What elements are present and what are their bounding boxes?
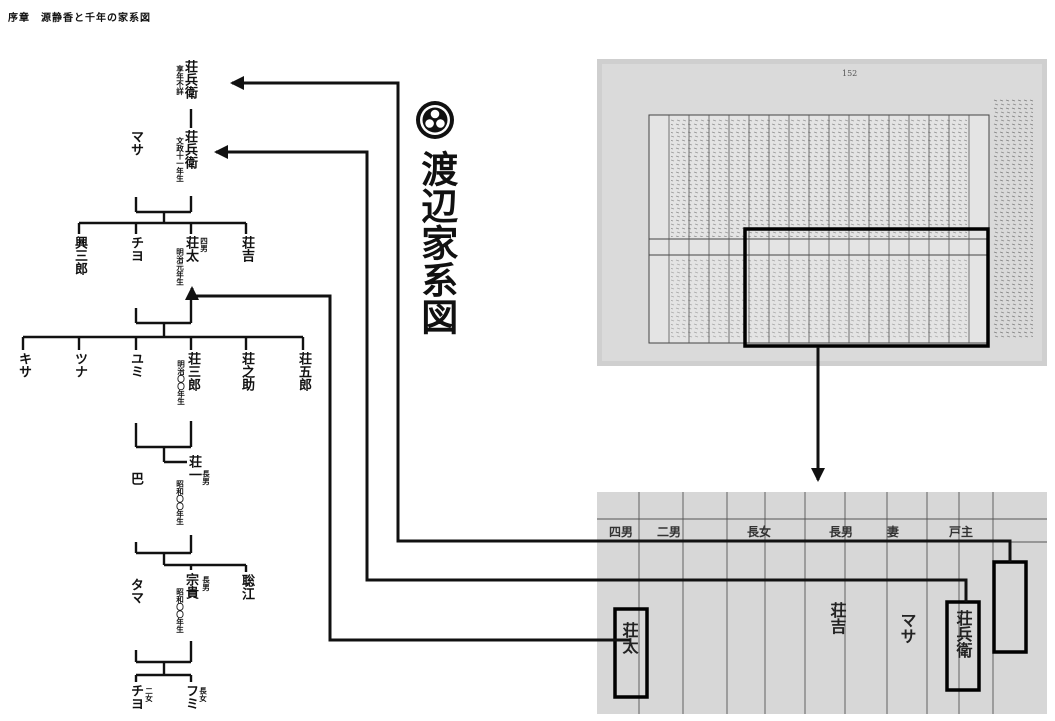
gen3-sota-order: 四男	[199, 237, 209, 252]
title-block: 渡辺家系図	[415, 100, 465, 335]
koseki-zoom-image: 四男 二男 長女 長男 妻 戸主 荘太 荘吉 マサ 荘兵衛	[597, 492, 1047, 714]
gen5-note: 昭和〇〇年生	[175, 480, 185, 525]
gen2-name: 荘兵衛	[182, 130, 197, 169]
koseki-document-image: 152	[597, 59, 1047, 366]
gen6-spouse: タマ	[128, 578, 143, 604]
zoom-name-1: 荘吉	[828, 601, 847, 635]
gen4-child-0: キサ	[16, 352, 31, 378]
koseki-document-zoom: 四男 二男 長女 長男 妻 戸主 荘太 荘吉 マサ 荘兵衛	[597, 492, 1047, 714]
gen7-child-1: フミ	[183, 684, 198, 710]
zoom-name-2: マサ	[898, 612, 917, 644]
gen7-child-0-order: 二女	[144, 687, 154, 702]
gen5-name: 荘一	[186, 455, 201, 481]
gen7-child-1-order: 長女	[198, 687, 208, 702]
zoom-name-0: 荘太	[620, 621, 640, 655]
page-header: 序章 源静香と千年の家系図	[8, 13, 151, 24]
family-crest-icon	[416, 101, 454, 139]
zoom-rel-3: 長男	[829, 524, 853, 539]
gen2-note: 文政十一年生	[175, 137, 185, 182]
gen4-child-2: ユミ	[128, 352, 143, 378]
gen5-order: 長男	[201, 470, 211, 485]
gen6-sibling: 聡江	[239, 574, 254, 600]
gen6-name: 宗貴	[183, 573, 198, 599]
koseki-document-overview: 152	[597, 59, 1047, 366]
gen1-note: 享年不詳	[175, 65, 185, 95]
zoom-rel-5: 戸主	[949, 524, 973, 539]
zoom-name-3: 荘兵衛	[954, 609, 974, 659]
gen4-child-4: 荘之助	[239, 352, 254, 391]
gen3-sota-note: 明治元年生	[175, 248, 185, 286]
gen2-spouse: マサ	[128, 130, 143, 156]
gen6-order: 長男	[201, 576, 211, 591]
gen4-child-1: ツナ	[72, 352, 87, 378]
gen3-child-2: 荘太	[183, 236, 198, 262]
gen3-child-3: 荘吉	[239, 236, 254, 262]
gen7-child-0: チヨ	[128, 684, 143, 710]
zoom-rel-2: 長女	[747, 524, 771, 539]
gen3-child-1: チヨ	[128, 236, 143, 262]
gen3-child-0: 興三郎	[72, 236, 87, 275]
title: 渡辺家系図	[414, 150, 459, 335]
gen1-name: 荘兵衛	[182, 60, 197, 99]
zoom-rel-0: 四男	[609, 525, 633, 539]
zoom-rel-1: 二男	[657, 525, 681, 539]
gen4-child-3: 荘三郎	[185, 352, 200, 391]
gen4-sozaburo-note: 明治〇〇年生	[176, 360, 186, 405]
gen5-spouse: 巴	[128, 472, 143, 485]
gen4-child-5: 荘五郎	[296, 352, 311, 391]
zoom-rel-4: 妻	[887, 524, 899, 539]
page-number: 152	[842, 69, 857, 78]
gen6-note: 昭和〇〇年生	[175, 588, 185, 633]
